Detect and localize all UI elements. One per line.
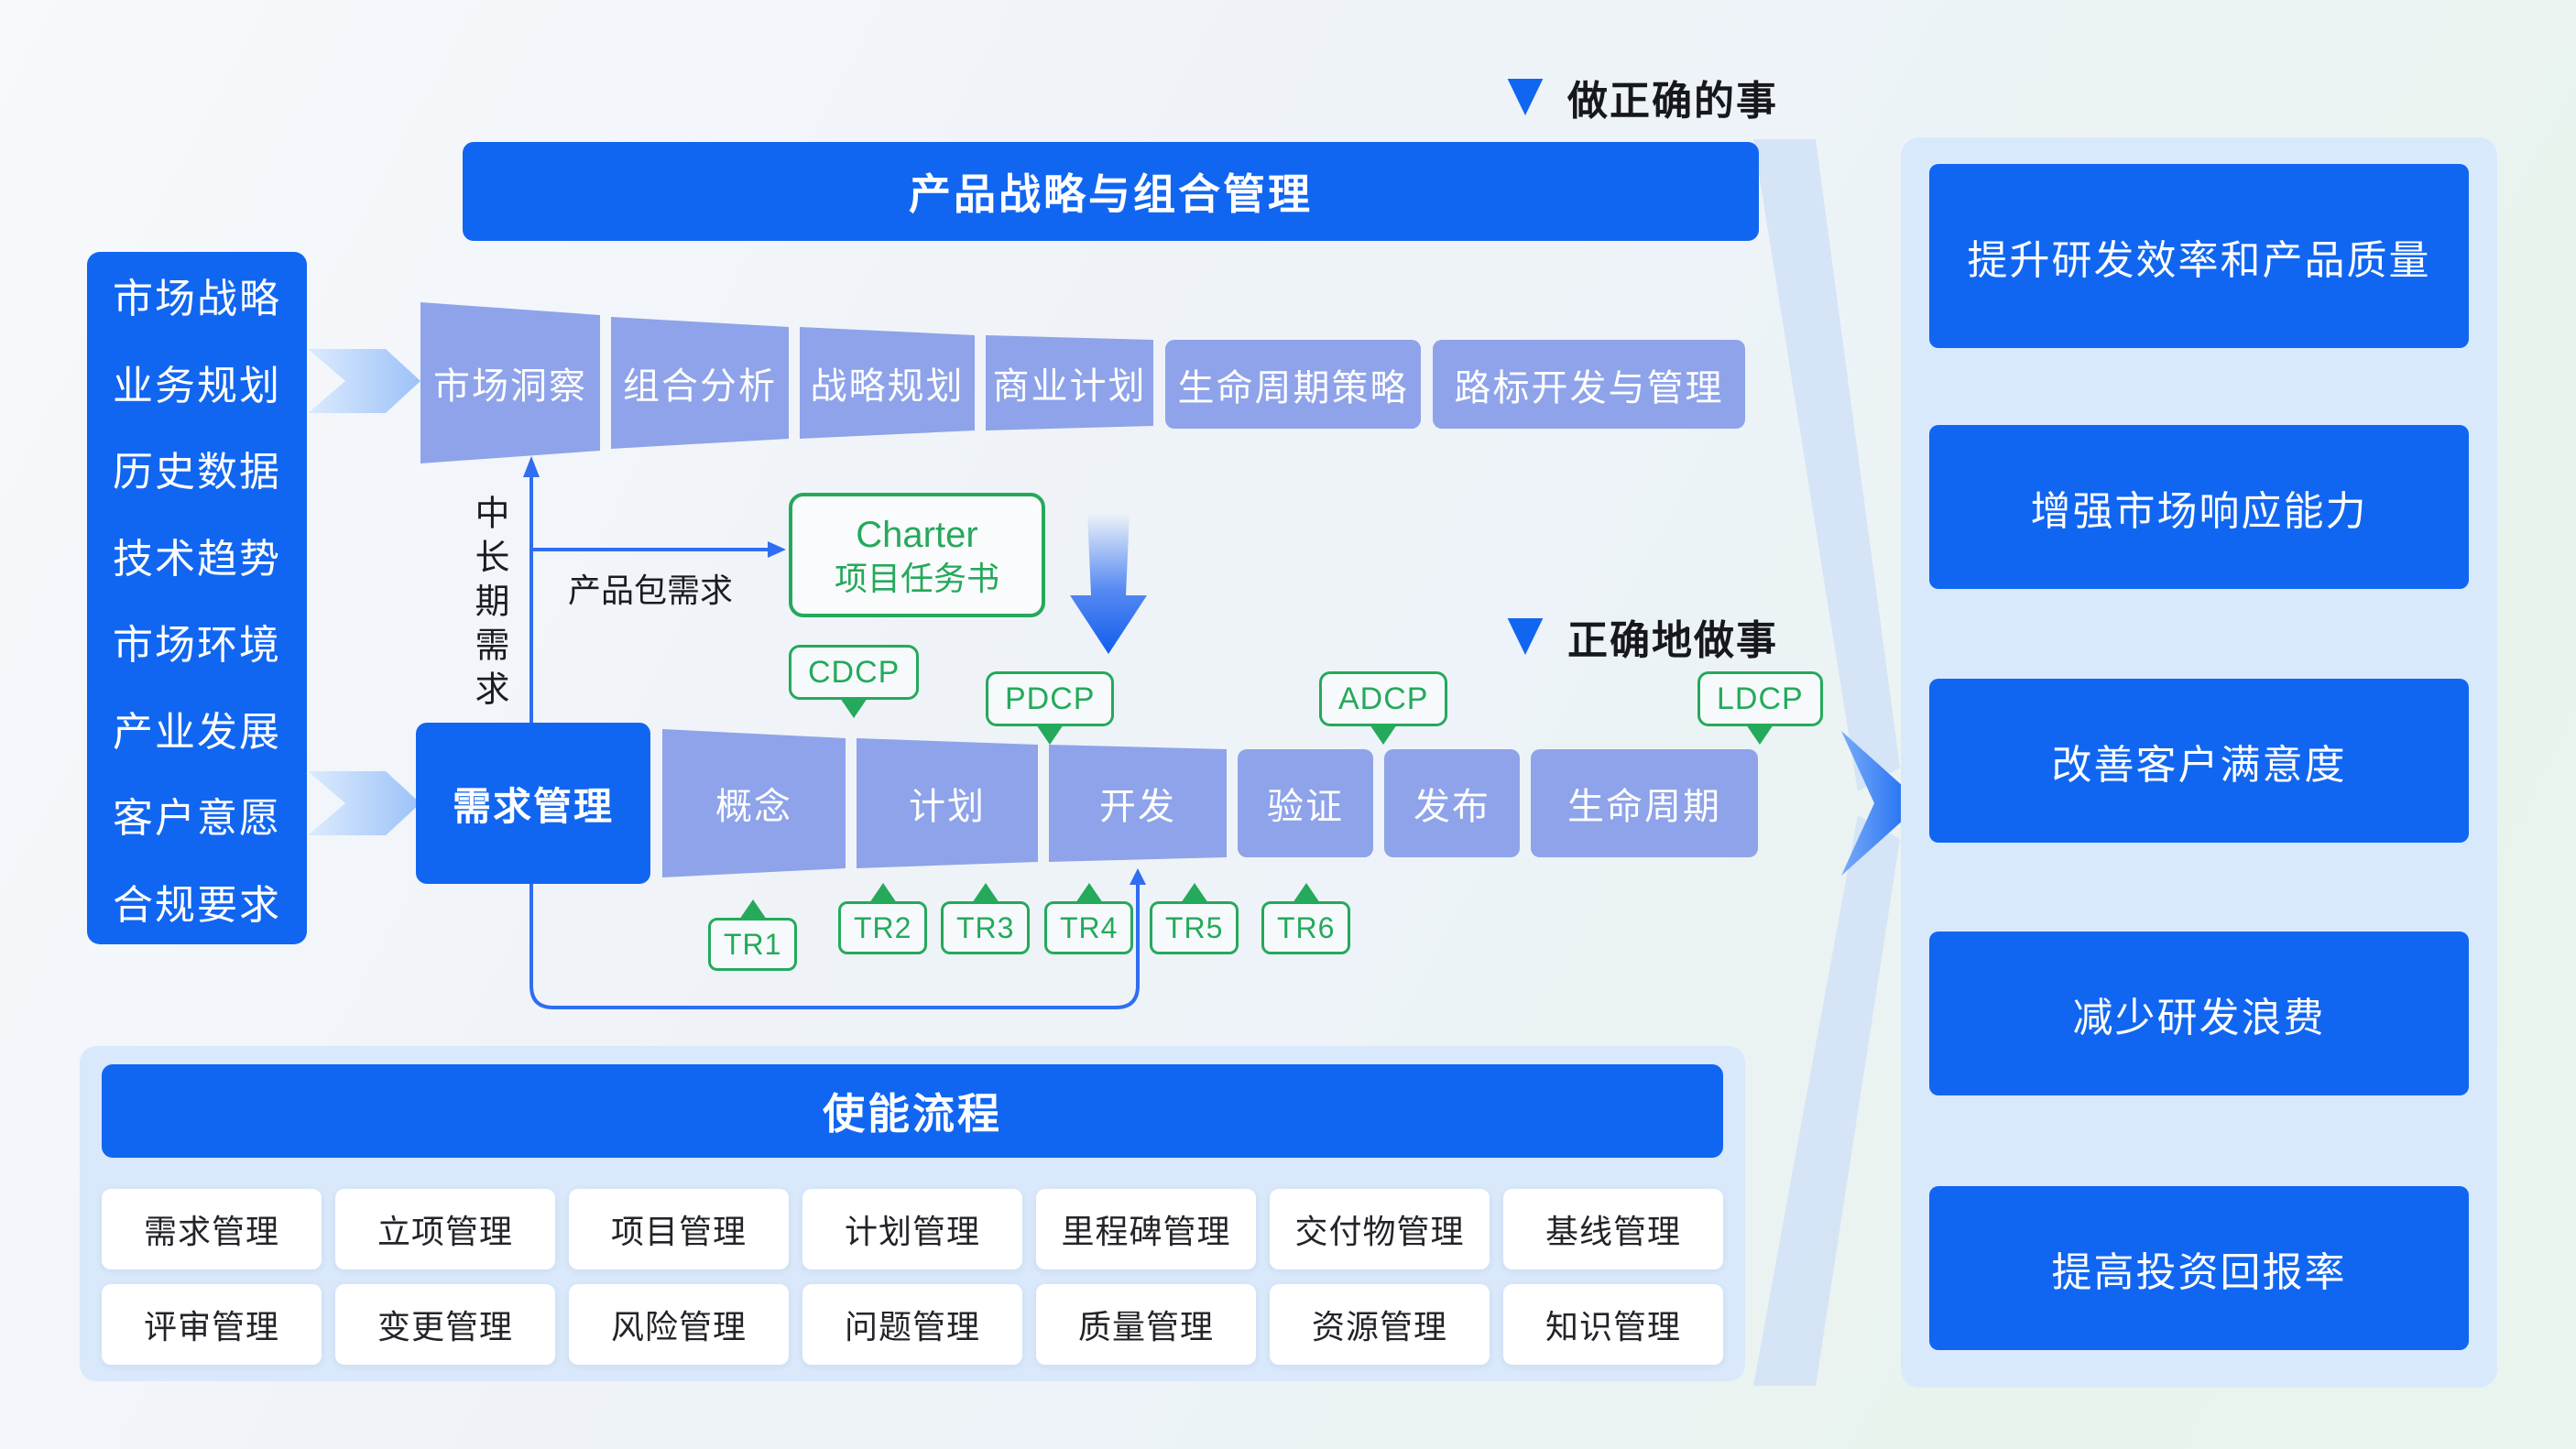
enable-grid-cell: 基线管理	[1503, 1189, 1723, 1269]
tr-tag: TR6	[1261, 901, 1351, 954]
dev-phase-box: 生命周期	[1531, 749, 1758, 857]
strategy-phase-box: 战略规划	[800, 327, 975, 439]
dcp-tag: LDCP	[1697, 671, 1823, 726]
enable-grid-cell: 交付物管理	[1270, 1189, 1490, 1269]
charter-box: Charter 项目任务书	[789, 493, 1045, 617]
strategy-phase-box: 生命周期策略	[1165, 340, 1421, 429]
tr-tag: TR5	[1150, 901, 1239, 954]
dcp-tag: CDCP	[789, 645, 920, 700]
strategy-phase-box: 组合分析	[611, 317, 789, 449]
enable-process-bar: 使能流程	[102, 1064, 1723, 1158]
header-do-right-things: 做正确的事	[1505, 68, 1778, 126]
enable-grid-cell: 知识管理	[1503, 1284, 1723, 1365]
outcome-box: 增强市场响应能力	[1929, 425, 2469, 589]
header-do-things-right: 正确地做事	[1505, 607, 1778, 666]
loop-arrowhead-icon	[1130, 868, 1146, 885]
outcome-box: 减少研发浪费	[1929, 932, 2469, 1095]
down-arrow-icon	[1070, 513, 1147, 654]
up-arrowhead-icon	[523, 456, 540, 477]
triangle-bullet-icon	[1507, 618, 1544, 655]
enable-grid-cell: 质量管理	[1036, 1284, 1256, 1365]
strategy-portfolio-bar: 产品战略与组合管理	[463, 142, 1759, 241]
input-item: 技术趋势	[113, 536, 281, 582]
tr-tag: TR1	[708, 918, 798, 971]
strategy-phase-box: 商业计划	[986, 335, 1153, 430]
enable-grid-cell: 评审管理	[102, 1284, 322, 1365]
dcp-tag: PDCP	[986, 671, 1115, 726]
input-item: 产业发展	[113, 709, 281, 755]
dev-phase-box: 概念	[662, 729, 846, 877]
strategy-phase-box: 市场洞察	[420, 302, 600, 463]
charter-subtitle: 项目任务书	[834, 559, 999, 597]
mid-long-term-label: 中长期需求	[469, 495, 508, 714]
enable-grid-cell: 资源管理	[1270, 1284, 1490, 1365]
enable-grid-cell: 需求管理	[102, 1189, 322, 1269]
input-item: 市场环境	[113, 623, 281, 669]
enable-grid-cell: 项目管理	[569, 1189, 789, 1269]
enable-grid-cell: 变更管理	[335, 1284, 555, 1365]
dev-phase-box: 计划	[857, 738, 1038, 868]
dev-phase-box: 发布	[1384, 749, 1520, 857]
input-item: 历史数据	[113, 450, 281, 496]
product-package-label: 产品包需求	[568, 572, 734, 609]
dcp-tag: ADCP	[1319, 671, 1448, 726]
input-item: 业务规划	[113, 363, 281, 409]
outcome-box: 改善客户满意度	[1929, 679, 2469, 843]
tr-tag: TR2	[838, 901, 928, 954]
input-item: 客户意愿	[113, 796, 281, 842]
right-arrowhead-icon	[768, 541, 786, 558]
header-label: 做正确的事	[1567, 79, 1778, 124]
strategy-phase-box: 路标开发与管理	[1433, 340, 1745, 429]
requirement-management-box: 需求管理	[416, 723, 650, 884]
triangle-bullet-icon	[1507, 79, 1544, 115]
dev-phase-box: 验证	[1238, 749, 1373, 857]
input-item: 合规要求	[113, 882, 281, 928]
charter-title: Charter	[856, 514, 978, 555]
outcome-box: 提升研发效率和产品质量	[1929, 164, 2469, 348]
chevron-arrow-icon-top	[308, 349, 420, 413]
enable-grid-cell: 里程碑管理	[1036, 1189, 1256, 1269]
enable-grid-cell: 立项管理	[335, 1189, 555, 1269]
chevron-arrow-icon-bottom	[308, 771, 420, 835]
header-label: 正确地做事	[1567, 618, 1778, 663]
tr-tag: TR3	[941, 901, 1031, 954]
enable-grid-cell: 风险管理	[569, 1284, 789, 1365]
funnel-band-bottom	[1753, 815, 1900, 1386]
market-inputs-panel: 市场战略 业务规划 历史数据 技术趋势 市场环境 产业发展 客户意愿 合规要求	[87, 252, 307, 944]
enable-grid-cell: 计划管理	[802, 1189, 1022, 1269]
input-item: 市场战略	[113, 277, 281, 322]
enable-grid-cell: 问题管理	[802, 1284, 1022, 1365]
dev-phase-box: 开发	[1049, 745, 1227, 862]
outcome-box: 提高投资回报率	[1929, 1186, 2469, 1350]
tr-tag: TR4	[1044, 901, 1134, 954]
